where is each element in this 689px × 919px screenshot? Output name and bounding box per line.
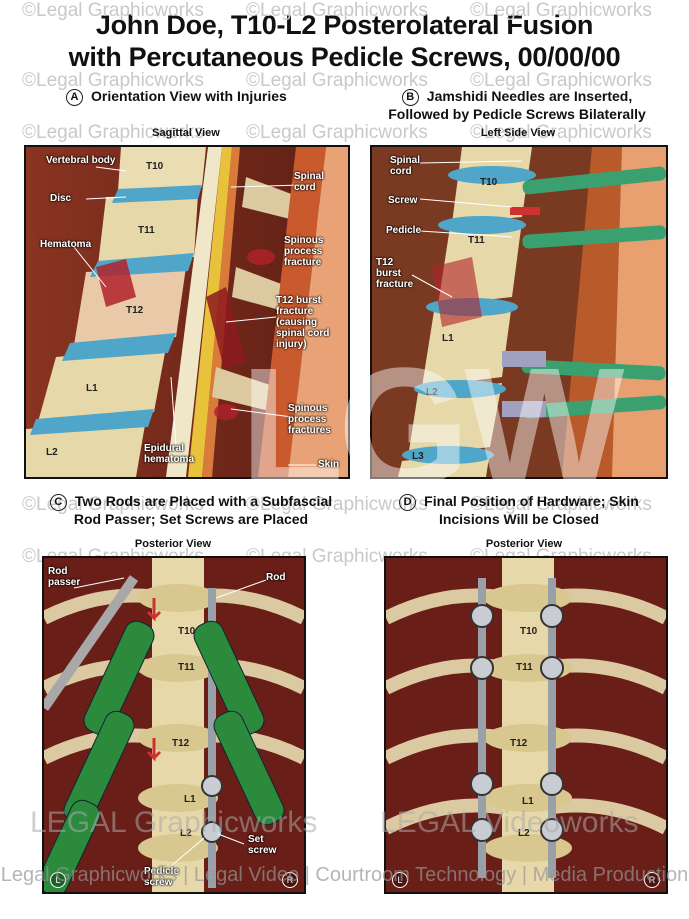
watermark: ©Legal Graphicworks bbox=[470, 494, 652, 515]
vertebra-label: T10 bbox=[520, 626, 538, 637]
label-rod: Rod bbox=[266, 572, 286, 583]
caption-a: A Orientation View with Injuries bbox=[66, 88, 287, 106]
vertebra-label: T12 bbox=[126, 305, 144, 316]
caption-d-line2: Incisions Will be Closed bbox=[438, 511, 600, 527]
panel-d-posterior-illustration: T10 T11 T12 L1 L2 L R bbox=[384, 556, 668, 894]
label-spinal-cord-b: Spinal cord bbox=[390, 155, 421, 177]
label-rod-passer: Rod passer bbox=[48, 566, 81, 588]
watermark: ©Legal Graphicworks bbox=[470, 122, 652, 143]
right-marker: R bbox=[644, 872, 660, 888]
vertebra-label: L1 bbox=[442, 333, 454, 344]
label-epidural-hematoma: Epidural hematoma bbox=[144, 443, 195, 465]
watermark: ©Legal Graphicworks bbox=[246, 494, 428, 515]
watermark: ©Legal Graphicworks bbox=[22, 122, 204, 143]
caption-c-line1: Two Rods are Placed with a Subfascial bbox=[74, 493, 333, 509]
label-t12-burst-fracture-b: T12 burst fracture bbox=[376, 257, 414, 290]
vertebra-label: T11 bbox=[516, 662, 533, 673]
right-marker: R bbox=[282, 872, 298, 888]
vertebra-label: T10 bbox=[480, 177, 498, 188]
left-marker: L bbox=[50, 872, 66, 888]
vertebra-label: L1 bbox=[184, 794, 196, 805]
panel-d-view: Posterior View bbox=[485, 538, 563, 550]
badge-b: B bbox=[401, 89, 419, 106]
watermark: ©Legal Graphicworks bbox=[470, 0, 652, 21]
brand-watermark-right: LEGAL Videoworks bbox=[380, 806, 639, 839]
watermark: ©Legal Graphicworks bbox=[246, 122, 428, 143]
panel-c-posterior-illustration: Rod passer Rod Set screw Pedicle screw T… bbox=[42, 556, 306, 894]
label-skin: Skin bbox=[318, 459, 340, 470]
vertebra-label: T11 bbox=[138, 225, 155, 236]
badge-a: A bbox=[66, 89, 83, 106]
caption-b: B Jamshidi Needles are Inserted, Followed… bbox=[372, 88, 662, 123]
vertebra-label: L2 bbox=[180, 828, 192, 839]
watermark: ©Legal Graphicworks bbox=[470, 70, 652, 91]
panel-b-left-side-illustration: Spinal cord Screw Pedicle T12 burst frac… bbox=[370, 145, 668, 479]
vertebra-label: L3 bbox=[412, 451, 424, 462]
watermark: ©Legal Graphicworks bbox=[22, 0, 204, 21]
label-t12-burst-fracture: T12 burst fracture (causing spinal cord … bbox=[276, 295, 330, 350]
caption-d-line1: Final Position of Hardware; Skin bbox=[424, 493, 639, 509]
caption-d: D Final Position of Hardware; Skin Incisi… bbox=[372, 493, 666, 528]
vertebra-label: T10 bbox=[146, 161, 164, 172]
caption-c: C Two Rods are Placed with a Subfascial R… bbox=[24, 493, 358, 528]
label-pedicle: Pedicle bbox=[386, 225, 422, 236]
caption-b-line1: Jamshidi Needles are Inserted, bbox=[426, 88, 633, 104]
panel-b-view: Left Side View bbox=[480, 127, 556, 139]
panel-a-view: Sagittal View bbox=[152, 127, 220, 139]
brand-watermark-left: LEGAL Graphicworks bbox=[30, 806, 318, 839]
watermark: ©Legal Graphicworks bbox=[22, 70, 204, 91]
label-disc: Disc bbox=[50, 193, 72, 204]
label-hematoma: Hematoma bbox=[40, 239, 92, 250]
footer-watermark: Legal Graphicworks | Legal Video | Court… bbox=[0, 864, 689, 886]
page-title-line2: with Percutaneous Pedicle Screws, 00/00/… bbox=[68, 42, 621, 72]
panel-c-view: Posterior View bbox=[134, 538, 212, 550]
vertebra-label: L1 bbox=[86, 383, 98, 394]
label-set-screw: Set screw bbox=[248, 834, 277, 856]
label-pedicle-screw: Pedicle screw bbox=[144, 866, 180, 888]
vertebra-label: L2 bbox=[518, 828, 530, 839]
vertebra-label: T10 bbox=[178, 626, 196, 637]
vertebra-label: T11 bbox=[178, 662, 195, 673]
vertebra-label: T11 bbox=[468, 235, 485, 246]
vertebra-label: L2 bbox=[426, 387, 438, 398]
caption-a-text: Orientation View with Injuries bbox=[91, 88, 287, 104]
lgw-logo-watermark: LGW bbox=[240, 333, 625, 523]
badge-d: D bbox=[399, 494, 417, 511]
vertebra-label: T12 bbox=[510, 738, 528, 749]
label-vertebral-body: Vertebral body bbox=[46, 155, 116, 166]
label-screw: Screw bbox=[388, 195, 418, 206]
panel-a-sagittal-illustration: Vertebral body Disc Hematoma Spinal cord… bbox=[24, 145, 350, 479]
left-marker: L bbox=[392, 872, 408, 888]
vertebra-label: L2 bbox=[46, 447, 58, 458]
vertebra-label: T12 bbox=[172, 738, 190, 749]
page-title-line1: John Doe, T10-L2 Posterolateral Fusion bbox=[95, 10, 594, 40]
watermark: ©Legal Graphicworks bbox=[246, 0, 428, 21]
badge-c: C bbox=[49, 494, 67, 511]
label-spinal-cord: Spinal cord bbox=[294, 171, 325, 193]
watermark: ©Legal Graphicworks bbox=[22, 494, 204, 515]
caption-c-line2: Rod Passer; Set Screws are Placed bbox=[73, 511, 309, 527]
watermark: ©Legal Graphicworks bbox=[246, 70, 428, 91]
label-spinous-process-fracture: Spinous process fracture bbox=[284, 235, 324, 268]
vertebra-label: L1 bbox=[522, 796, 534, 807]
caption-b-line2: Followed by Pedicle Screws Bilaterally bbox=[388, 106, 646, 122]
label-spinous-process-fractures: Spinous process fractures bbox=[288, 403, 331, 436]
